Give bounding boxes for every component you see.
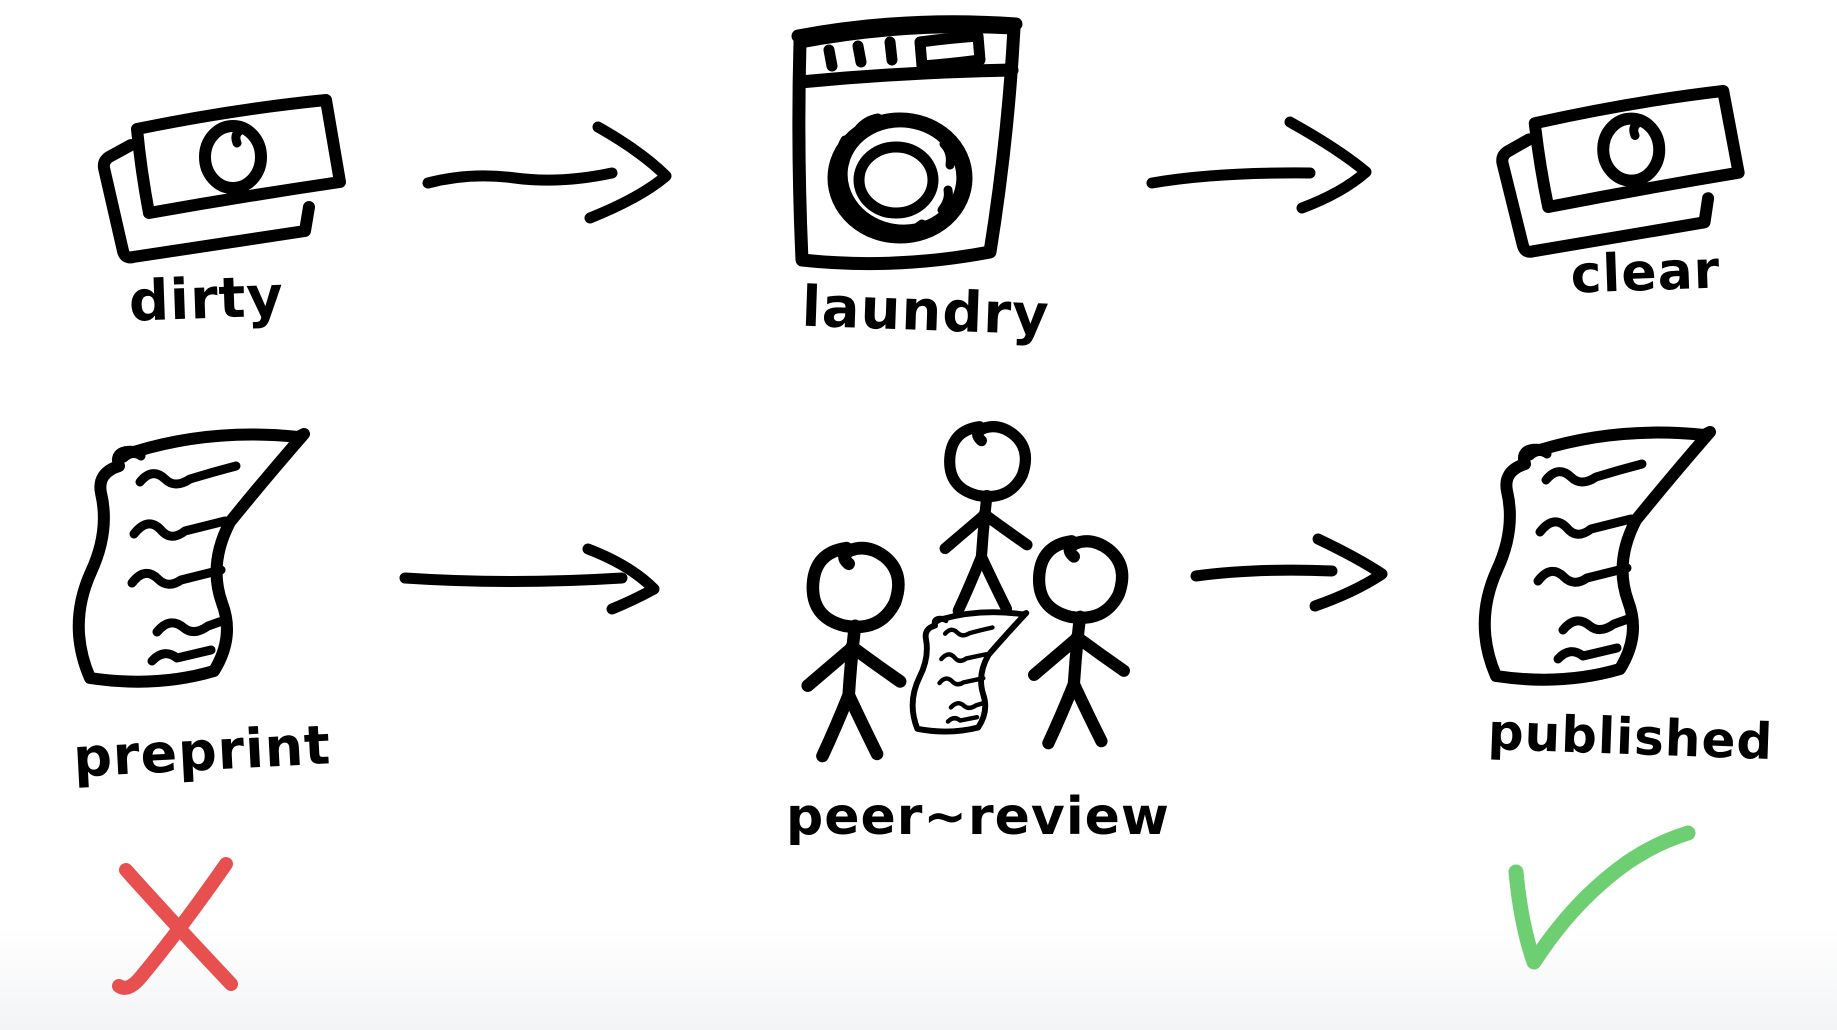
machine-button-icon bbox=[852, 40, 867, 68]
washing-machine-drawing bbox=[791, 15, 1023, 271]
arrow-peer-review-to-published bbox=[1190, 533, 1388, 612]
reviewed-document-icon bbox=[912, 609, 1027, 734]
arrow-laundry-to-clear bbox=[1146, 116, 1372, 214]
reviewer-left-icon bbox=[808, 548, 900, 756]
reviewer-right-icon bbox=[1034, 541, 1124, 743]
x-mark-icon bbox=[112, 857, 238, 995]
clear-label: clear bbox=[1570, 240, 1722, 305]
peer-review-label: peer~review bbox=[786, 787, 1170, 847]
clear-money-drawing bbox=[1501, 91, 1740, 252]
published-document-drawing bbox=[1485, 432, 1710, 680]
preprint-document-drawing bbox=[79, 434, 304, 682]
dirty-label: dirty bbox=[128, 264, 285, 334]
machine-button-icon bbox=[884, 36, 898, 66]
published-label: published bbox=[1487, 703, 1774, 771]
check-mark-icon bbox=[1508, 825, 1696, 970]
laundry-label: laundry bbox=[801, 275, 1051, 349]
preprint-label: preprint bbox=[72, 713, 333, 789]
arrow-preprint-to-peer-review bbox=[399, 543, 660, 615]
peer-review-figures-drawing bbox=[808, 427, 1124, 756]
machine-button-icon bbox=[823, 44, 838, 72]
dirty-money-drawing bbox=[104, 100, 340, 257]
machine-door-icon bbox=[827, 112, 973, 244]
reviewer-middle-icon bbox=[945, 427, 1027, 611]
arrow-dirty-to-laundry bbox=[422, 121, 672, 224]
machine-display-icon bbox=[914, 30, 986, 72]
